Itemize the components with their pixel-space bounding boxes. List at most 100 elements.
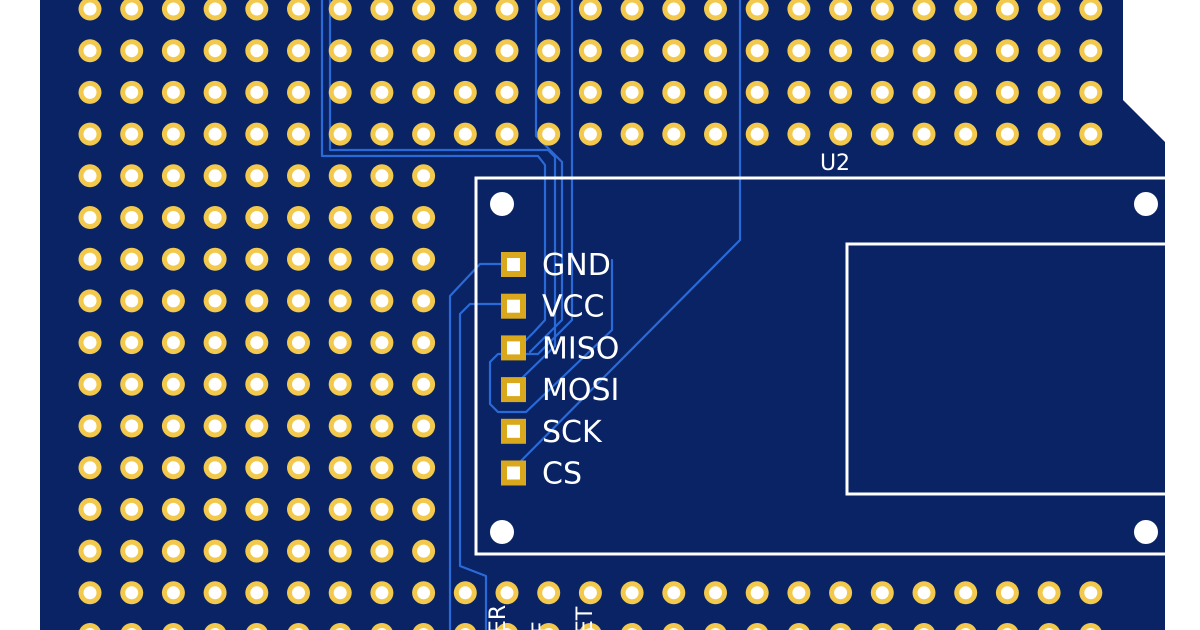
pad-hole	[417, 461, 431, 475]
proto-pad	[995, 122, 1019, 146]
proto-pad	[829, 39, 853, 63]
proto-pad	[328, 539, 352, 563]
pad-hole	[917, 586, 931, 600]
pad-hole	[333, 419, 347, 433]
proto-pad	[328, 39, 352, 63]
pad-hole	[1042, 586, 1056, 600]
module-pin: GND	[501, 248, 611, 283]
proto-pad	[120, 0, 144, 21]
proto-pad	[954, 581, 978, 605]
proto-pad	[412, 122, 436, 146]
square-pad-hole	[507, 383, 520, 397]
square-pad-hole	[507, 299, 520, 313]
proto-pad	[578, 122, 602, 146]
proto-pad	[787, 122, 811, 146]
proto-pad	[662, 0, 686, 21]
proto-pad	[1079, 581, 1103, 605]
pad-ring	[454, 623, 476, 630]
pad-hole	[375, 211, 389, 224]
pad-hole	[292, 252, 305, 266]
proto-pad	[662, 80, 686, 104]
pad-hole	[375, 419, 389, 433]
pad-hole	[250, 211, 264, 224]
pad-hole	[166, 294, 180, 308]
pad-hole	[417, 211, 431, 224]
pad-hole	[750, 44, 764, 58]
proto-pad	[370, 122, 394, 146]
proto-pad	[78, 289, 102, 313]
pad-hole	[1042, 127, 1056, 141]
pad-hole	[208, 252, 222, 266]
module-pin: SCK	[501, 415, 603, 450]
pad-hole	[417, 336, 431, 350]
proto-pad	[370, 289, 394, 313]
pin-label: MOSI	[542, 373, 619, 408]
proto-pad	[829, 122, 853, 146]
pad-hole	[166, 85, 180, 99]
pad-ring	[663, 623, 685, 630]
proto-pad	[161, 247, 185, 271]
proto-pad	[1037, 80, 1061, 104]
pad-ring	[329, 623, 351, 630]
proto-pad	[203, 497, 227, 521]
proto-pad	[287, 206, 310, 229]
pad-hole	[208, 377, 222, 391]
proto-pad	[412, 456, 436, 480]
pad-hole	[417, 127, 431, 141]
pad-hole	[83, 586, 97, 600]
proto-pad	[662, 581, 686, 605]
pad-hole	[583, 127, 597, 141]
pad-hole	[1000, 85, 1014, 99]
proto-pad	[328, 331, 352, 355]
pad-hole	[458, 44, 472, 58]
proto-pad	[245, 122, 269, 146]
proto-pad	[120, 331, 144, 355]
proto-pad	[412, 539, 436, 563]
pad-hole	[208, 419, 222, 433]
pad-hole	[83, 127, 97, 141]
proto-pad	[829, 0, 853, 21]
proto-pad	[245, 164, 269, 188]
proto-pad	[287, 456, 310, 480]
pad-ring	[871, 623, 893, 630]
proto-pad	[245, 39, 269, 63]
proto-pad	[287, 539, 310, 563]
proto-pad	[870, 80, 894, 104]
pad-ring	[121, 623, 143, 630]
pad-hole	[333, 586, 347, 600]
pad-hole	[1084, 2, 1098, 16]
pad-hole	[583, 2, 597, 16]
proto-pad	[78, 0, 102, 21]
proto-pad	[120, 456, 144, 480]
proto-pad	[203, 247, 227, 271]
pad-hole	[709, 127, 722, 141]
proto-pad	[328, 247, 352, 271]
square-pad-hole	[507, 258, 520, 271]
pad-hole	[625, 44, 639, 58]
pad-hole	[417, 44, 431, 58]
proto-pad	[370, 539, 394, 563]
pad-hole	[834, 127, 848, 141]
proto-pad	[78, 372, 102, 396]
proto-pad	[704, 0, 727, 21]
proto-pad	[120, 497, 144, 521]
pad-hole	[208, 85, 222, 99]
module-pin: MISO	[501, 331, 619, 366]
pad-hole	[83, 169, 97, 183]
pad-hole	[292, 127, 305, 141]
pad-hole	[83, 2, 97, 16]
proto-pad	[287, 80, 310, 104]
proto-pad	[245, 372, 269, 396]
proto-pad	[495, 581, 519, 605]
proto-pad	[995, 0, 1019, 21]
pad-hole	[1084, 44, 1098, 58]
silkscreen-layer: U2	[474, 151, 1200, 556]
trace-5	[448, 262, 514, 630]
proto-pad	[370, 372, 394, 396]
proto-pad	[78, 414, 102, 438]
pad-hole	[333, 127, 347, 141]
square-pad-hole	[507, 466, 520, 480]
pad-hole	[875, 85, 889, 99]
proto-pad	[245, 414, 269, 438]
proto-pad	[370, 581, 394, 605]
